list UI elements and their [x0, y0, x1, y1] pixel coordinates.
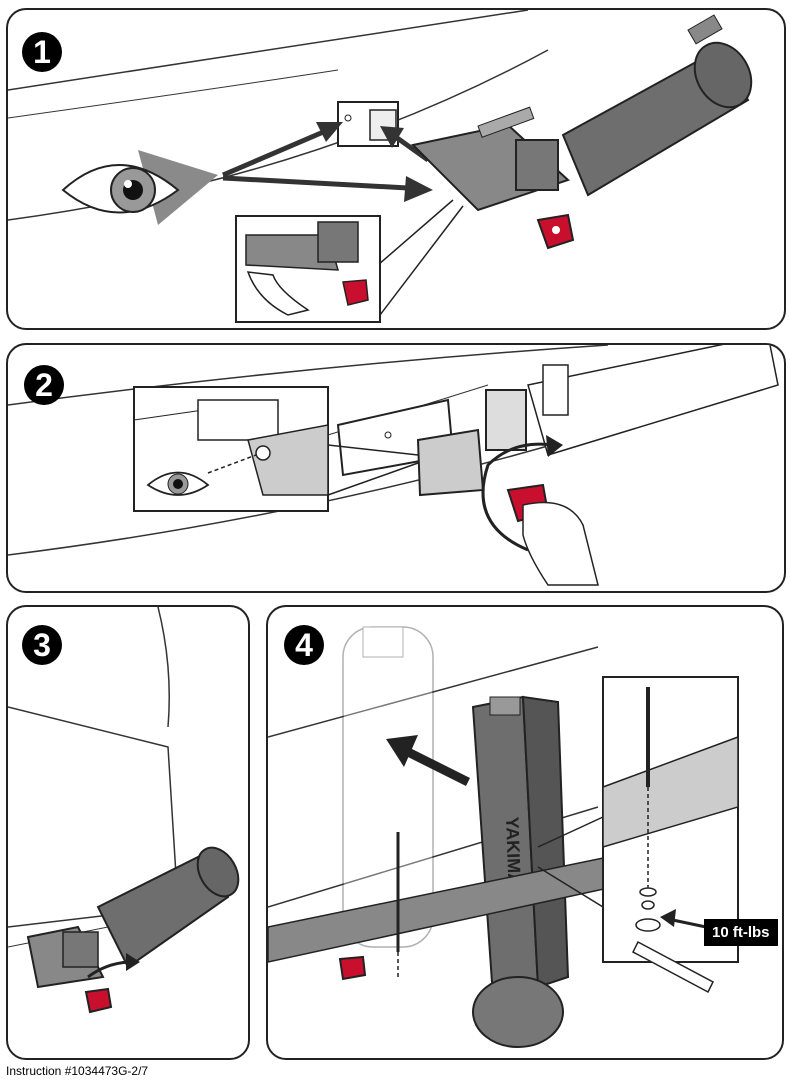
step-1-inset: [235, 199, 464, 323]
hand: [522, 501, 599, 586]
rack-shank: [410, 14, 753, 212]
wrench-icon: [632, 940, 714, 994]
step-1-illustration: [8, 10, 753, 323]
step-3-badge: 3: [22, 625, 62, 665]
sight-arrow-upper: [222, 127, 329, 178]
step-2-badge: 2: [24, 365, 64, 405]
rack-mast: YAKIMA: [471, 695, 570, 1048]
tilt-knob: [338, 955, 367, 981]
torque-label: 10 ft-lbs: [704, 919, 778, 946]
step-1-badge: 1: [22, 32, 62, 72]
step-4-panel: YAKIMA 4 10 ft-lbs: [266, 605, 784, 1060]
step-3-panel: 3: [6, 605, 250, 1060]
rack-shank: [416, 345, 779, 497]
receiver-hitch: [337, 101, 399, 147]
eye-icon: [146, 471, 210, 496]
step-4-inset: [537, 676, 739, 963]
instruction-footer: Instruction #1034473G-2/7: [6, 1064, 149, 1078]
tilt-knob: [536, 213, 575, 250]
tilt-knob: [84, 987, 113, 1014]
eye-icon: [61, 150, 218, 225]
move-arrow: [405, 747, 471, 787]
rotate-arrow: [481, 442, 554, 552]
rack-mast-ghost: [342, 626, 434, 948]
sight-arrow-lower: [222, 175, 409, 191]
step-1-panel: 1: [6, 8, 786, 330]
step-4-illustration: YAKIMA: [268, 626, 739, 1048]
step-2-illustration: [8, 345, 779, 586]
step-3-illustration: [8, 607, 240, 1014]
rack-shank-folded: [26, 846, 240, 989]
insert-arrow: [391, 132, 430, 163]
step-4-badge: 4: [284, 625, 324, 665]
step-2-panel: 2: [6, 343, 786, 593]
brand-mark: YAKIMA: [502, 816, 524, 886]
